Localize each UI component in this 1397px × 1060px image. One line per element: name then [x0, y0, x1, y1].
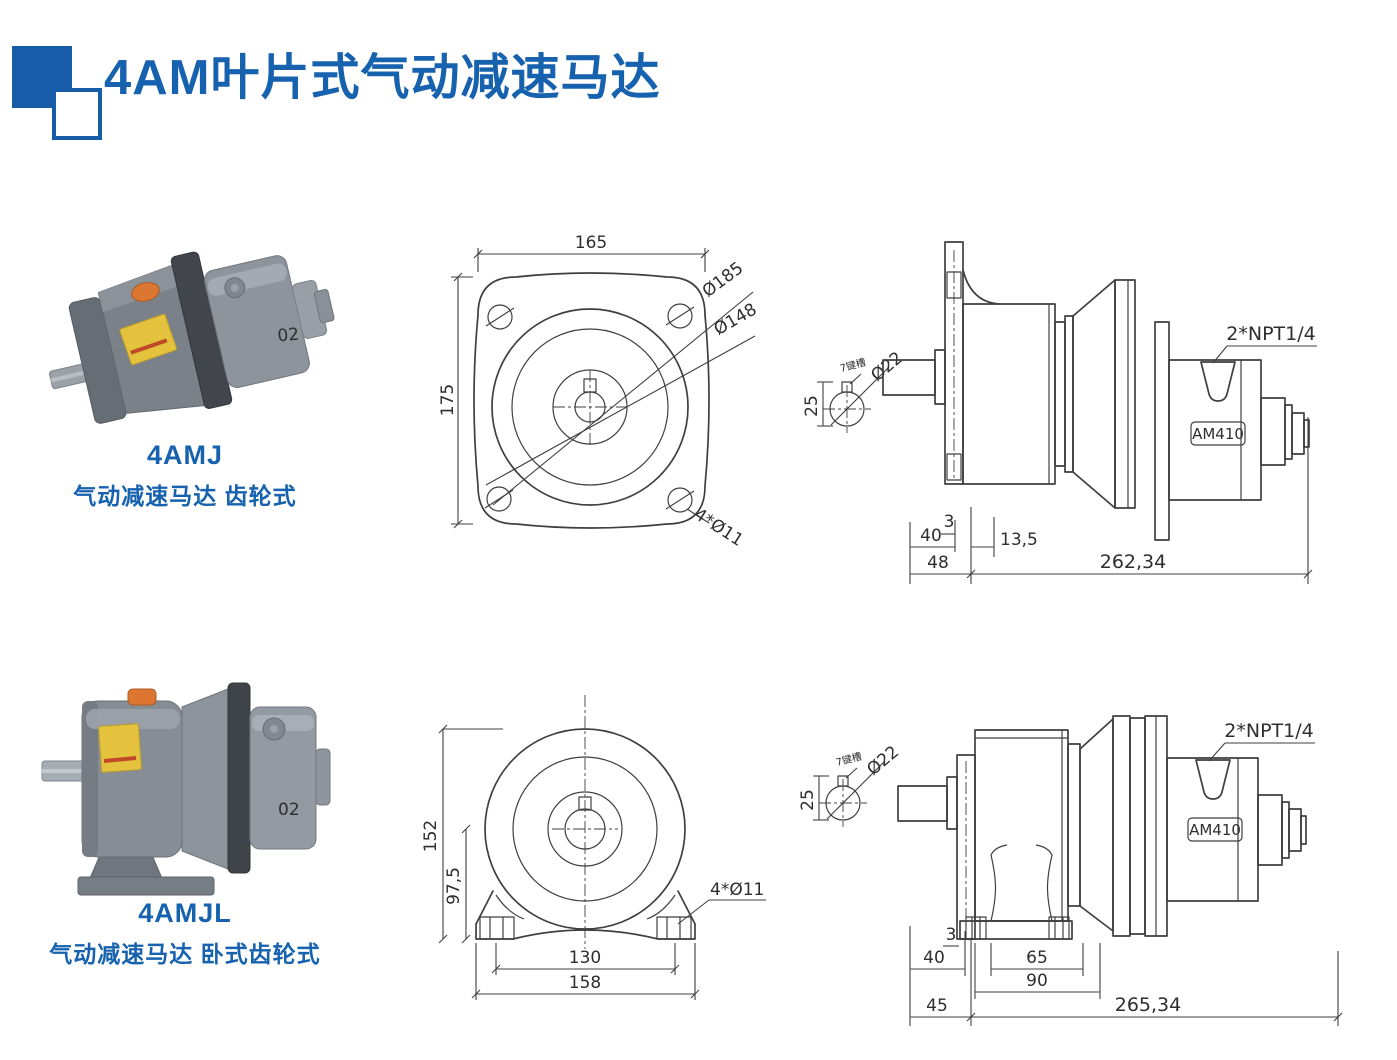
drawing-flange-side-view: Ø22 7键槽 25 [802, 241, 1317, 584]
motor-profile: AM410 [882, 241, 1310, 541]
dim-total: 265,34 [1115, 994, 1181, 1016]
model-box [1190, 421, 1246, 446]
dim-45: 45 [926, 996, 948, 1016]
model-label: AM410 [1189, 821, 1241, 839]
dim-3: 3 [946, 925, 957, 945]
dim-height: 175 [438, 384, 458, 416]
pitch-circle [511, 328, 669, 486]
gear-motor-foot-illustration: 02 [41, 682, 331, 896]
foot-base [475, 890, 696, 940]
dim-ports: 2*NPT1/4 [1224, 720, 1313, 742]
dim-shaft-dia: Ø22 [863, 742, 903, 780]
product-photo-4amj: 02 [48, 251, 335, 424]
dim-total: 262,34 [1100, 551, 1166, 573]
dim-ports: 2*NPT1/4 [1226, 323, 1315, 345]
dim-3: 3 [944, 512, 955, 532]
dim-shaft-dia: Ø22 [867, 348, 907, 386]
dim-40: 40 [923, 948, 945, 968]
model-box [1187, 817, 1243, 842]
drawing-foot-side-view: Ø22 7键槽 25 [798, 715, 1343, 1026]
dim-keyway: 7键槽 [838, 356, 867, 375]
dim-outer-dia: Ø185 [699, 258, 748, 302]
product-desc: 气动减速马达 卧式齿轮式 [49, 941, 321, 967]
product-code: 4AMJL [138, 898, 232, 928]
air-port [1200, 361, 1236, 402]
dim-holes: 4*Ø11 [690, 504, 746, 550]
dim-65: 65 [1026, 948, 1048, 968]
dim-40: 40 [920, 526, 942, 546]
dim-width: 165 [575, 233, 607, 253]
product-photo-4amjl: 02 [41, 682, 331, 896]
drawing-foot-front-view: 152 97,5 130 158 4*Ø11 [421, 695, 766, 1000]
bottom-dimensions: 3 40 65 90 45 265,34 [909, 925, 1343, 1026]
dim-48: 48 [927, 553, 949, 573]
gear-motor-illustration: 02 [48, 251, 335, 424]
dim-pitch-dia: Ø148 [711, 300, 761, 340]
dim-13-5: 13,5 [1000, 530, 1038, 550]
page-title: 4AM叶片式气动减速马达 [104, 51, 661, 105]
bottom-dimensions: 3 40 13,5 48 262,34 [909, 417, 1313, 584]
motor-profile: AM410 [897, 715, 1307, 940]
air-port [1195, 759, 1231, 800]
dim-158: 158 [569, 973, 601, 993]
dim-97-5: 97,5 [444, 867, 464, 905]
dim-shaft-height: 25 [802, 395, 822, 417]
shaft-section-detail: Ø22 7键槽 25 [798, 742, 903, 827]
product-code: 4AMJ [146, 440, 224, 470]
drawing-flange-front-view: Ø185 Ø148 4*Ø11 165 175 [438, 233, 761, 551]
flange-outline [473, 272, 710, 529]
model-label: AM410 [1192, 425, 1244, 443]
dim-shaft-height: 25 [798, 789, 818, 811]
dim-152: 152 [421, 820, 441, 852]
dim-90: 90 [1026, 971, 1048, 991]
motor-badge: 02 [277, 325, 300, 347]
product-desc: 气动减速马达 齿轮式 [73, 483, 297, 509]
product-label-4amj: 4AMJ 气动减速马达 齿轮式 [10, 440, 360, 511]
dim-holes: 4*Ø11 [710, 880, 764, 900]
product-label-4amjl: 4AMJL 气动减速马达 卧式齿轮式 [10, 898, 360, 969]
motor-badge: 02 [278, 800, 300, 820]
title-square-outline-icon [52, 88, 102, 140]
outer-circle [491, 308, 689, 506]
dim-keyway: 7键槽 [834, 750, 863, 769]
bolt-holes [484, 303, 695, 513]
dim-130: 130 [569, 948, 601, 968]
